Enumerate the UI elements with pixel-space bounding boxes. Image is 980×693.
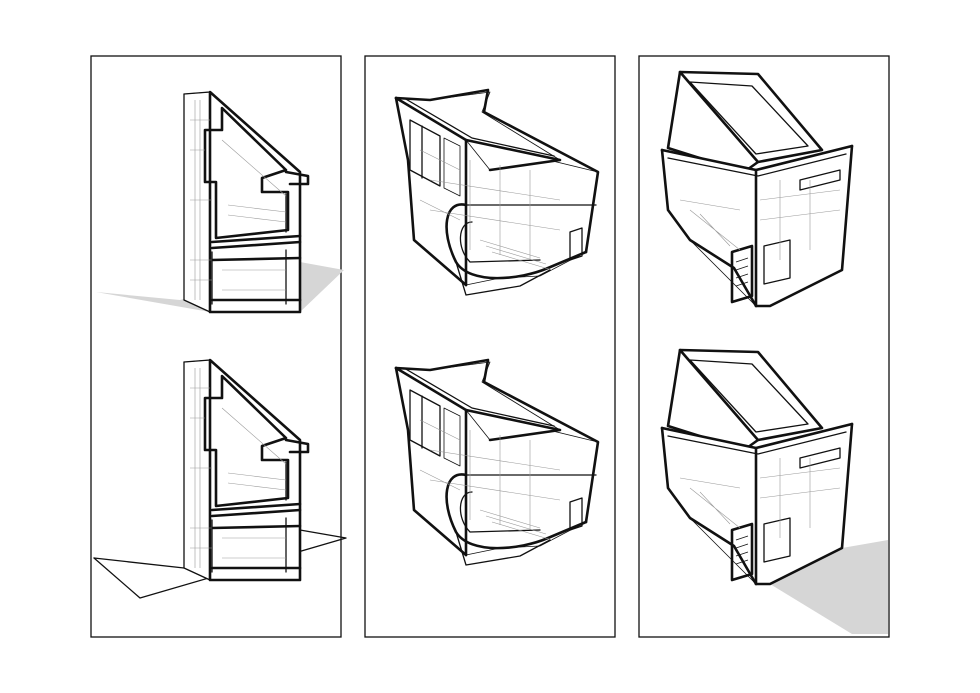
section-view-shadow	[96, 90, 344, 314]
axonometric-below-view-1	[660, 70, 854, 308]
building-model	[660, 348, 854, 586]
panel-frame-3	[638, 55, 890, 638]
section-model	[182, 358, 310, 582]
section-view-ground-plane	[93, 358, 347, 599]
axonometric-above-view-2	[394, 358, 600, 567]
axonometric-above-view-1	[394, 88, 600, 297]
ground-edge	[93, 557, 185, 569]
building-model	[394, 88, 600, 297]
building-model	[660, 70, 854, 308]
axonometric-below-view-2	[660, 348, 888, 634]
cast-shadow	[770, 540, 888, 634]
panel-frame-1	[90, 55, 342, 638]
panel-frame-2	[364, 55, 616, 638]
section-model	[182, 90, 310, 314]
